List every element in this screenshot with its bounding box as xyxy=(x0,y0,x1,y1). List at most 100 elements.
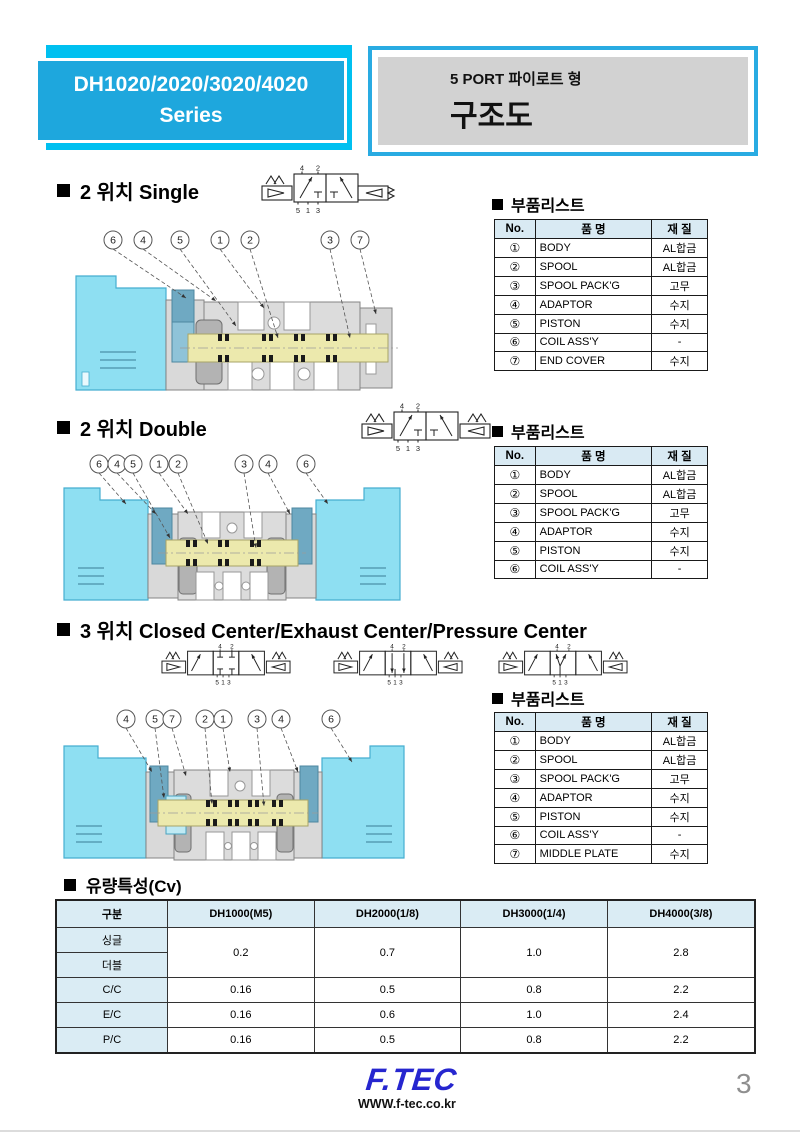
square-bullet-icon xyxy=(492,425,503,437)
balloon-2 xyxy=(168,454,188,474)
svg-text:4: 4 xyxy=(555,644,559,651)
cv-value: 1.0 xyxy=(460,927,608,978)
material: 수지 xyxy=(651,350,708,371)
parts-list-title-2-label: 부품리스트 xyxy=(511,425,585,442)
material: AL합금 xyxy=(651,465,708,485)
svg-text:1: 1 xyxy=(156,459,162,471)
square-bullet-icon xyxy=(64,878,76,891)
svg-text:1: 1 xyxy=(558,680,562,687)
row-label: 싱글 xyxy=(55,927,168,953)
svg-text:2: 2 xyxy=(416,402,420,411)
series-title-line2: Series xyxy=(159,103,223,127)
parts-list-title-3: 부품리스트 xyxy=(492,686,585,710)
row-number: ⑤ xyxy=(494,314,536,334)
balloon-6 xyxy=(321,709,341,729)
svg-text:4: 4 xyxy=(278,714,284,726)
svg-text:7: 7 xyxy=(169,714,175,726)
part-name: SPOOL PACK'G xyxy=(534,503,653,523)
balloon-5 xyxy=(170,230,190,250)
balloon-4 xyxy=(258,454,278,474)
svg-text:2: 2 xyxy=(402,644,406,651)
table-row: 더블 xyxy=(55,952,755,978)
cv-value: 2.2 xyxy=(606,977,756,1003)
material: AL합금 xyxy=(651,750,708,770)
part-name: SPOOL xyxy=(534,484,653,504)
row-number: ④ xyxy=(494,522,536,542)
balloon-6 xyxy=(103,230,123,250)
material: 수지 xyxy=(651,522,708,542)
balloon-4 xyxy=(271,709,291,729)
svg-text:3: 3 xyxy=(316,206,320,215)
part-name: ADAPTOR xyxy=(534,295,653,315)
svg-text:5: 5 xyxy=(177,235,183,247)
svg-text:4: 4 xyxy=(218,644,222,651)
section-heading-3: 3 위치 Closed Center/Exhaust Center/Pressu… xyxy=(57,615,587,644)
header-cell: No. xyxy=(494,219,536,239)
row-number: ⑦ xyxy=(494,350,536,371)
square-bullet-icon xyxy=(57,623,70,636)
part-name: SPOOL PACK'G xyxy=(534,769,653,789)
series-title-line1: DH1020/2020/3020/4020 xyxy=(73,73,309,97)
doc-type-box: 5 PORT 파이로트 형 구조도 xyxy=(368,46,758,156)
material: AL합금 xyxy=(651,484,708,504)
svg-text:6: 6 xyxy=(110,235,116,247)
svg-text:5: 5 xyxy=(387,680,391,687)
part-name: BODY xyxy=(534,465,653,485)
page-number: 3 xyxy=(736,1068,752,1099)
material: 수지 xyxy=(651,807,708,827)
row-number: ② xyxy=(494,750,536,770)
cv-value: 0.5 xyxy=(313,1027,462,1054)
flow-section-heading: 유량특성(Cv) xyxy=(64,872,182,897)
svg-text:2: 2 xyxy=(316,164,320,173)
part-name: COIL ASS'Y xyxy=(534,333,653,352)
material: - xyxy=(651,560,708,579)
row-number: ① xyxy=(494,238,536,258)
section-heading-2-label: 2 위치 Double xyxy=(80,419,207,441)
balloon-5 xyxy=(123,454,143,474)
row-label: P/C xyxy=(55,1027,168,1054)
part-name: ADAPTOR xyxy=(534,788,653,808)
svg-text:4: 4 xyxy=(114,459,120,471)
parts-list-title-3-label: 부품리스트 xyxy=(511,692,585,709)
header-cell: No. xyxy=(494,446,536,466)
header-cell: DH3000(1/4) xyxy=(460,899,608,928)
header-cell: DH4000(3/8) xyxy=(606,899,756,928)
svg-text:6: 6 xyxy=(303,459,309,471)
material: 수지 xyxy=(651,314,708,334)
svg-text:3: 3 xyxy=(227,680,231,687)
svg-text:5: 5 xyxy=(215,680,219,687)
material: AL합금 xyxy=(651,238,708,258)
balloon-4 xyxy=(133,230,153,250)
row-number: ② xyxy=(494,484,536,504)
part-name: MIDDLE PLATE xyxy=(534,843,653,864)
svg-text:4: 4 xyxy=(400,402,404,411)
header-cell: DH2000(1/8) xyxy=(313,899,462,928)
part-name: COIL ASS'Y xyxy=(534,826,653,845)
parts-list-title-1-label: 부품리스트 xyxy=(511,198,585,215)
page-bottom-divider xyxy=(0,1130,800,1132)
svg-text:1: 1 xyxy=(221,680,225,687)
svg-text:4: 4 xyxy=(265,459,271,471)
svg-text:4: 4 xyxy=(300,164,304,173)
balloon-1 xyxy=(149,454,169,474)
company-logo: F.TEC xyxy=(364,1062,460,1097)
